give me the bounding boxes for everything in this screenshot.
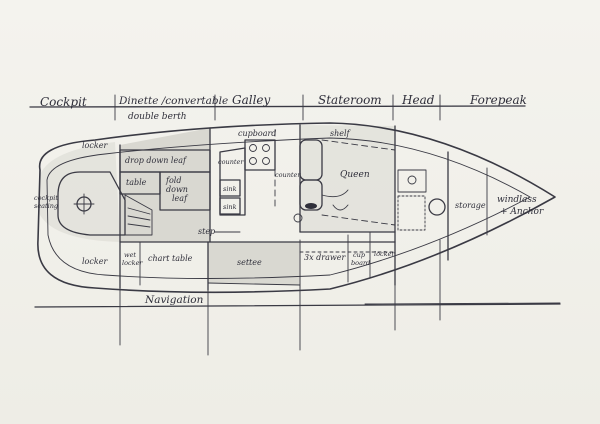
hull-inner-outline xyxy=(46,137,531,279)
label-table: table xyxy=(126,178,147,187)
head-shower xyxy=(397,195,426,231)
toilet-icon xyxy=(428,198,446,216)
label-sink: sink xyxy=(223,203,237,211)
label-cup: cup xyxy=(353,251,366,259)
header-baseline xyxy=(29,105,526,108)
stateroom-shade xyxy=(300,125,395,232)
label-locker: locker xyxy=(122,259,143,267)
subheader-double-berth: double berth xyxy=(128,112,187,122)
knob-icon xyxy=(293,213,303,223)
label-board: board xyxy=(351,259,370,267)
companionway xyxy=(124,194,153,236)
label-step: step xyxy=(198,227,215,236)
section-label-stateroom: Stateroom xyxy=(318,93,382,107)
label-cupboard: cupboard xyxy=(238,129,276,138)
shelf-line xyxy=(321,139,396,151)
stove xyxy=(244,139,276,171)
label-shelf: shelf xyxy=(330,129,352,138)
berth-curve xyxy=(321,189,349,198)
porthole-icon xyxy=(305,203,317,209)
section-label-dinette: Dinette /convertable xyxy=(118,95,228,107)
label-counter-stateroom: counter xyxy=(275,171,301,179)
section-label-head: Head xyxy=(401,93,435,107)
label-locker-aft-bottom: locker xyxy=(82,257,108,266)
burner-icon xyxy=(249,144,257,152)
burner-icon xyxy=(262,157,270,165)
section-label-forepeak: Forepeak xyxy=(469,93,527,107)
step-line xyxy=(127,207,151,215)
cockpit-shade xyxy=(40,142,120,242)
sink-2 xyxy=(219,197,241,215)
label-wet: wet xyxy=(124,251,136,259)
label-anchor: + Anchor xyxy=(500,207,544,217)
label-navigation: Navigation xyxy=(144,294,204,306)
label-chart-table: chart table xyxy=(148,254,193,263)
step-line xyxy=(127,215,151,221)
berth-curve xyxy=(332,204,349,211)
hull-outline xyxy=(37,122,556,294)
fold-down-leaf xyxy=(159,171,211,211)
head-vanity xyxy=(397,169,427,193)
berth-foot-line xyxy=(321,214,396,226)
label-windlass: windlass xyxy=(497,195,537,205)
section-label-galley: Galley xyxy=(232,93,271,107)
sink-1 xyxy=(219,179,241,197)
settee-back xyxy=(207,282,301,286)
label-counter-galley: counter xyxy=(218,158,244,166)
label-settee: settee xyxy=(237,258,262,267)
step-line xyxy=(127,223,151,228)
dinette-shade xyxy=(120,128,210,242)
label-cockpit-seating: cockpit xyxy=(34,194,58,202)
burner-icon xyxy=(249,157,257,165)
label-sink: sink xyxy=(223,185,237,193)
label-locker-aft-top: locker xyxy=(82,141,108,150)
bottom-baseline-extra xyxy=(364,302,561,305)
section-label-cockpit: Cockpit xyxy=(40,95,87,109)
settee-shade xyxy=(208,242,300,285)
label-leaf: leaf xyxy=(172,194,189,203)
label-down: down xyxy=(166,185,188,194)
bottom-baseline xyxy=(34,303,561,308)
burner-icon xyxy=(262,144,270,152)
label-cockpit-seating: seating xyxy=(34,202,58,210)
label-locker-head: locker xyxy=(374,250,395,258)
label-drawer: 3x drawer xyxy=(304,253,346,262)
head-sink-icon xyxy=(407,175,417,185)
label-storage: storage xyxy=(455,201,486,210)
label-fold: fold xyxy=(165,176,181,185)
label-drop-down-leaf: drop down leaf xyxy=(125,156,188,165)
label-queen: Queen xyxy=(340,170,370,180)
